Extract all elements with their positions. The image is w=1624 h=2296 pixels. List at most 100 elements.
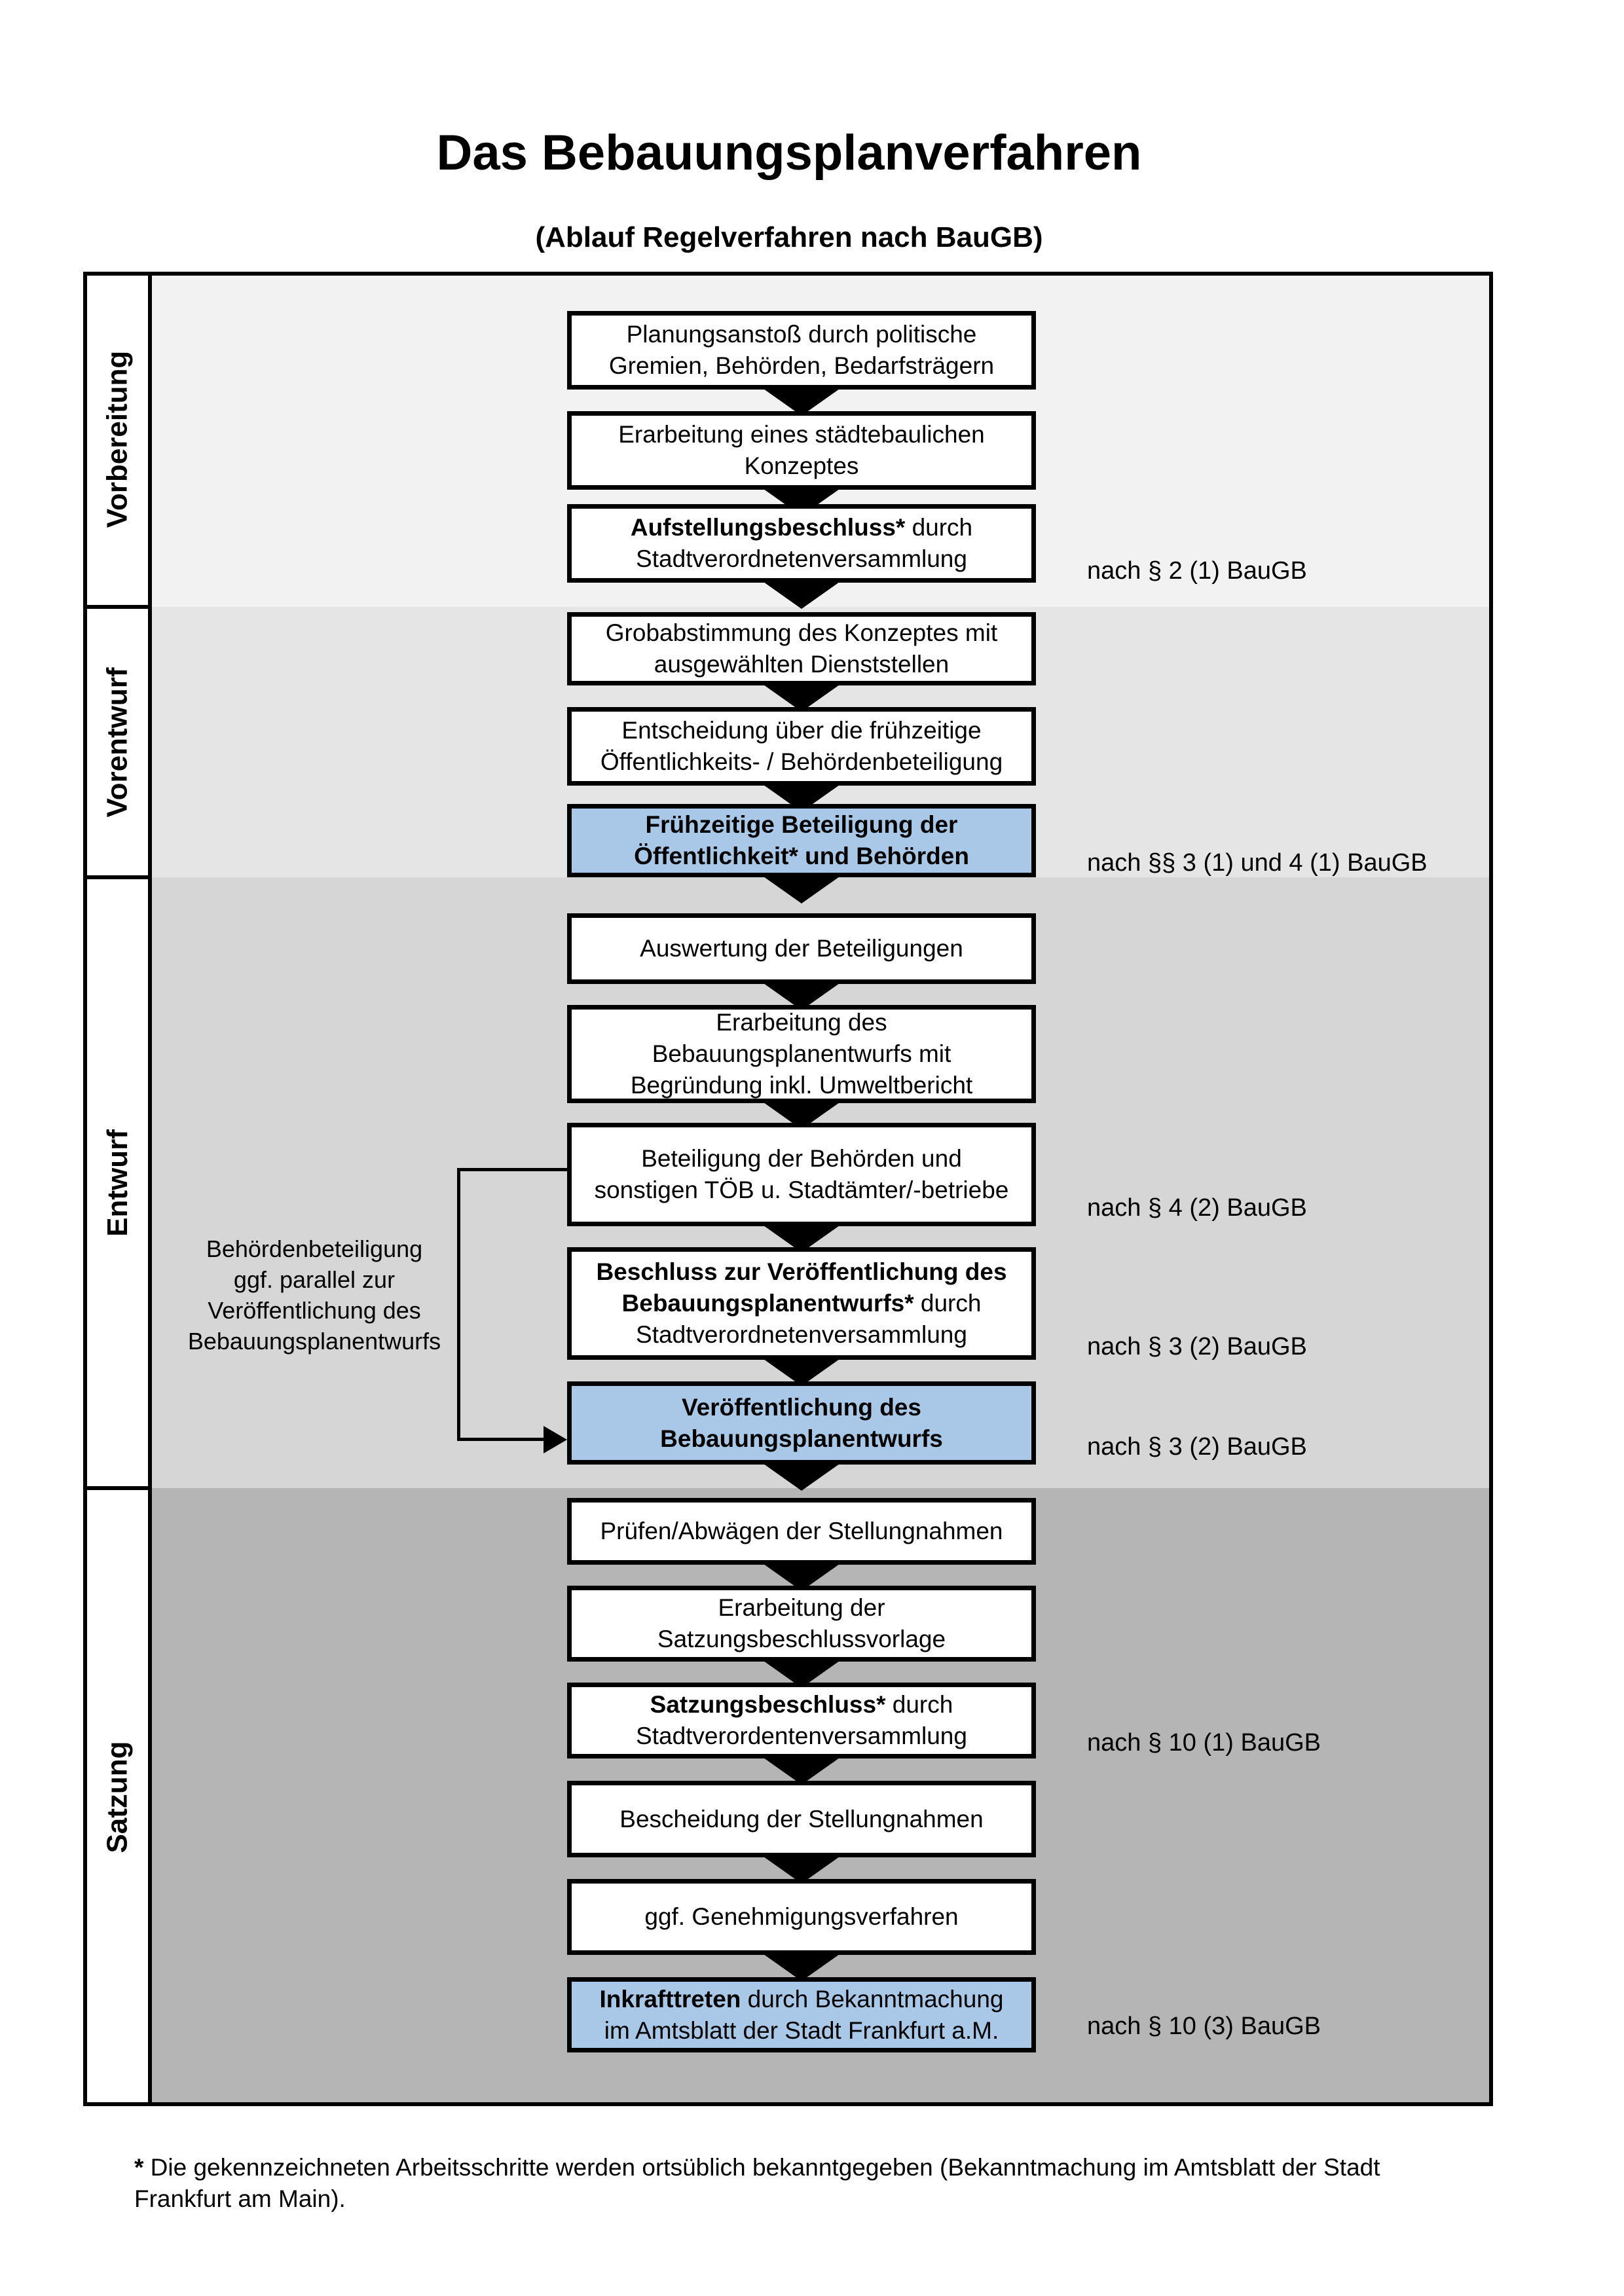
flow-box-text-line: Öffentlichkeit* und Behörden [634,841,969,872]
law-reference-veroeffentlichung: nach § 3 (2) BauGB [1087,1433,1307,1461]
side-note-line: ggf. parallel zur [233,1266,396,1293]
phase-label-vorentwurf: Vorentwurf [87,607,148,877]
flow-arrow-down-icon [759,386,844,416]
flow-box-text-line: Gremien, Behörden, Bedarfsträgern [609,350,994,382]
flow-box-text: Erarbeitung eines städtebaulichen [618,421,985,448]
flow-box-text: Planungsanstoß durch politische [626,321,977,348]
flow-box-text-line: Öffentlichkeits- / Behördenbeteiligung [600,746,1003,778]
flow-arrow-down-icon [759,579,844,609]
flow-box-text-bold: Öffentlichkeit* und Behörden [634,843,969,869]
flow-box-bescheidung: Bescheidung der Stellungnahmen [567,1781,1036,1857]
side-note-line: Behördenbeteiligung [206,1235,423,1262]
flow-box-text-line: im Amtsblatt der Stadt Frankfurt a.M. [604,2015,999,2047]
flow-box-text: Erarbeitung des [716,1009,887,1036]
flow-box-text-line: Beteiligung der Behörden und [641,1143,962,1175]
flow-box-text-line: Planungsanstoß durch politische [627,319,977,350]
flow-box-text: Bebauungsplanentwurfs mit [652,1040,951,1067]
flow-box-text-line: Satzungsbeschlussvorlage [657,1624,946,1655]
flow-box-text-line: sonstigen TÖB u. Stadtämter/-betriebe [595,1175,1009,1206]
phase-column-border [148,276,152,2102]
side-note-line: Veröffentlichung des [208,1297,421,1324]
footnote-text-line1: Die gekennzeichneten Arbeitsschritte wer… [143,2154,1380,2181]
flow-box-text-line: Konzeptes [745,450,859,482]
flow-box-text: durch Bekanntmachung [741,1985,1004,2013]
flow-box-text-line: Satzungsbeschluss* durch [650,1689,953,1721]
flow-box-text: Öffentlichkeits- / Behördenbeteiligung [600,748,1003,775]
flow-box-text: Konzeptes [744,452,859,479]
flow-box-text: Satzungsbeschlussvorlage [657,1626,946,1652]
flow-box-text-bold: Beschluss zur Veröffentlichung des [596,1258,1007,1285]
flow-arrow-down-icon [759,1853,844,1884]
flow-box-text-line: Entscheidung über die frühzeitige [621,715,981,746]
flow-box-text-line: ggf. Genehmigungsverfahren [644,1901,958,1933]
page-subtitle: (Ablauf Regelverfahren nach BauGB) [535,221,1043,253]
flow-box-text: durch [913,1290,982,1317]
flow-arrow-down-icon [759,1356,844,1386]
flow-box-text-line: Frühzeitige Beteiligung der [646,809,958,841]
law-reference-beteiligung-behoerden: nach § 4 (2) BauGB [1087,1194,1307,1222]
flow-box-text-line: Bescheidung der Stellungnahmen [619,1804,983,1835]
connector-arrowhead-icon [544,1426,567,1453]
phase-divider [87,875,152,879]
flow-box-text: Gremien, Behörden, Bedarfsträgern [608,352,995,379]
flow-box-text-line: Bebauungsplanentwurfs mit [652,1038,951,1070]
flow-arrow-down-icon [759,873,844,903]
flow-box-text-line: Erarbeitung eines städtebaulichen [618,419,985,450]
law-reference-beschluss-veroeffentlichung: nach § 3 (2) BauGB [1087,1333,1307,1360]
flow-box-text-line: Begründung inkl. Umweltbericht [631,1070,972,1101]
flow-box-text: Entscheidung über die frühzeitige [621,717,982,744]
flow-box-text-bold: Bebauungsplanentwurfs [660,1425,943,1452]
flow-box-text-line: Stadtverordnetenversammlung [636,543,967,575]
flow-box-genehmigungsverfahren: ggf. Genehmigungsverfahren [567,1879,1036,1955]
flow-box-text-line: Erarbeitung der [718,1592,885,1624]
flow-box-text-bold: Bebauungsplanentwurfs* [621,1290,914,1317]
flow-box-text-line: Inkrafttreten durch Bekanntmachung [600,1984,1004,2015]
footnote-asterisk: * [134,2154,144,2181]
flow-arrow-down-icon [759,682,844,712]
flow-box-text-line: Stadtverordnetenversammlung [636,1319,967,1351]
flow-box-text-line: Aufstellungsbeschluss* durch [631,512,972,543]
phase-label-satzung: Satzung [87,1488,148,2106]
flow-box-text-bold: Aufstellungsbeschluss* [630,514,906,541]
law-reference-aufstellungsbeschluss: nach § 2 (1) BauGB [1087,557,1307,585]
flow-box-text: Stadtverordnetenversammlung [636,545,967,572]
flow-arrow-down-icon [759,1755,844,1785]
flow-box-text: Bescheidung der Stellungnahmen [619,1805,984,1832]
flow-box-text-line: Veröffentlichung des [682,1392,921,1423]
flow-box-text: im Amtsblatt der Stadt Frankfurt a.M. [604,2016,999,2044]
phase-label-entwurf: Entwurf [87,877,148,1488]
connector-bottom-segment [457,1438,545,1441]
side-note-line: Bebauungsplanentwurfs [187,1328,441,1355]
footnote-text-line2: Frankfurt am Main). [134,2185,346,2212]
flow-box-text: ggf. Genehmigungsverfahren [644,1903,959,1930]
flow-box-text: sonstigen TÖB u. Stadtämter/-betriebe [594,1176,1009,1203]
flow-box-text-line: Erarbeitung des [716,1007,887,1038]
phase-label-vorbereitung: Vorbereitung [87,272,148,607]
flow-box-text: durch [885,1691,953,1718]
connector-vertical-segment [457,1168,460,1439]
flow-box-text: Beteiligung der Behörden und [641,1145,962,1172]
phase-divider [87,1486,152,1490]
flow-box-text: Stadtverordnetenversammlung [636,1321,967,1348]
diagram-frame [83,272,1493,2106]
law-reference-fruehzeitige-beteiligung: nach §§ 3 (1) und 4 (1) BauGB [1087,849,1428,877]
footnote: * Die gekennzeichneten Arbeitsschritte w… [134,2152,1496,2215]
flow-box-text-line: Bebauungsplanentwurfs [660,1423,943,1455]
phase-divider [87,605,152,609]
flow-arrow-down-icon [759,1461,844,1491]
flow-box-text-bold: Frühzeitige Beteiligung der [645,811,958,838]
flow-box-text: Begründung inkl. Umweltbericht [630,1072,973,1099]
